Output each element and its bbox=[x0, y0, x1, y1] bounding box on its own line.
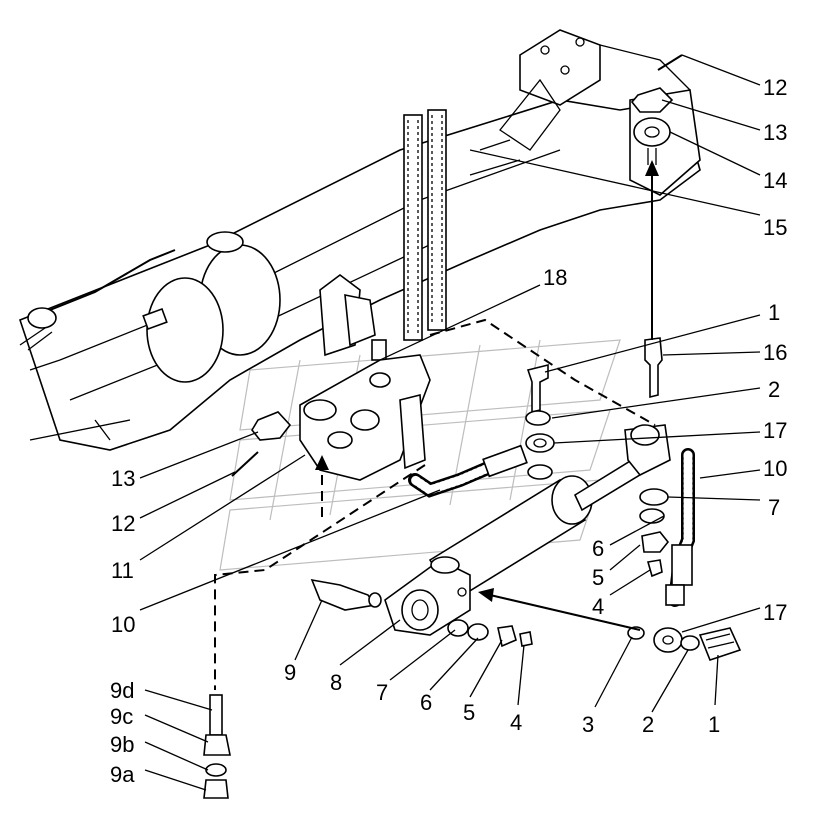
banjo-bolt bbox=[698, 627, 742, 661]
label-18: 18 bbox=[543, 265, 567, 290]
pivot-pin bbox=[310, 578, 382, 611]
label-17-bottom: 17 bbox=[763, 600, 787, 625]
label-13-top: 13 bbox=[763, 120, 787, 145]
label-8: 8 bbox=[330, 670, 342, 695]
label-9a: 9a bbox=[110, 762, 135, 787]
label-9: 9 bbox=[284, 660, 296, 685]
label-9c: 9c bbox=[110, 704, 133, 729]
axle-housing bbox=[19, 29, 701, 451]
label-2-top: 2 bbox=[768, 377, 780, 402]
label-10-right: 10 bbox=[763, 456, 787, 481]
hose-cylinder bbox=[408, 444, 528, 498]
grease-fitting-stack bbox=[203, 694, 231, 799]
label-6-bottom: 6 bbox=[420, 690, 432, 715]
label-3: 3 bbox=[582, 712, 594, 737]
washer bbox=[633, 117, 671, 147]
castle-nut bbox=[630, 87, 674, 113]
mounting-bracket bbox=[231, 354, 431, 481]
leader-lines bbox=[139, 54, 761, 791]
label-10-left: 10 bbox=[111, 612, 135, 637]
label-14: 14 bbox=[763, 168, 787, 193]
label-9b: 9b bbox=[110, 732, 134, 757]
part-labels: 12 13 14 15 18 1 16 2 17 10 7 6 5 4 17 1… bbox=[110, 75, 787, 787]
label-5-bottom: 5 bbox=[463, 700, 475, 725]
label-4-bottom: 4 bbox=[510, 710, 522, 735]
fitting-16 bbox=[644, 337, 663, 399]
label-17-top: 17 bbox=[763, 418, 787, 443]
fittings-bottom-right bbox=[627, 626, 742, 661]
label-7-right: 7 bbox=[768, 495, 780, 520]
hydraulic-hoses-vertical bbox=[403, 109, 447, 341]
label-5-right: 5 bbox=[592, 565, 604, 590]
label-12-top: 12 bbox=[763, 75, 787, 100]
label-1-top: 1 bbox=[768, 300, 780, 325]
label-4-right: 4 bbox=[592, 594, 604, 619]
label-15: 15 bbox=[763, 215, 787, 240]
fittings-stack-right bbox=[525, 337, 670, 578]
label-7-bottom: 7 bbox=[376, 680, 388, 705]
steering-cylinder bbox=[384, 424, 671, 636]
label-16: 16 bbox=[763, 340, 787, 365]
fittings-bottom-center bbox=[447, 619, 533, 648]
label-6-right: 6 bbox=[592, 536, 604, 561]
bracket-nut bbox=[251, 411, 292, 441]
label-2-bottom: 2 bbox=[642, 712, 654, 737]
assembly-dashed-lines bbox=[214, 160, 659, 690]
label-1-bottom: 1 bbox=[708, 712, 720, 737]
label-12-left: 12 bbox=[111, 511, 135, 536]
label-13-left: 13 bbox=[111, 466, 135, 491]
knuckle-hardware bbox=[630, 54, 683, 165]
label-9d: 9d bbox=[110, 678, 134, 703]
label-11: 11 bbox=[111, 558, 134, 583]
axle-hub bbox=[146, 277, 224, 383]
hose-right bbox=[665, 448, 695, 607]
